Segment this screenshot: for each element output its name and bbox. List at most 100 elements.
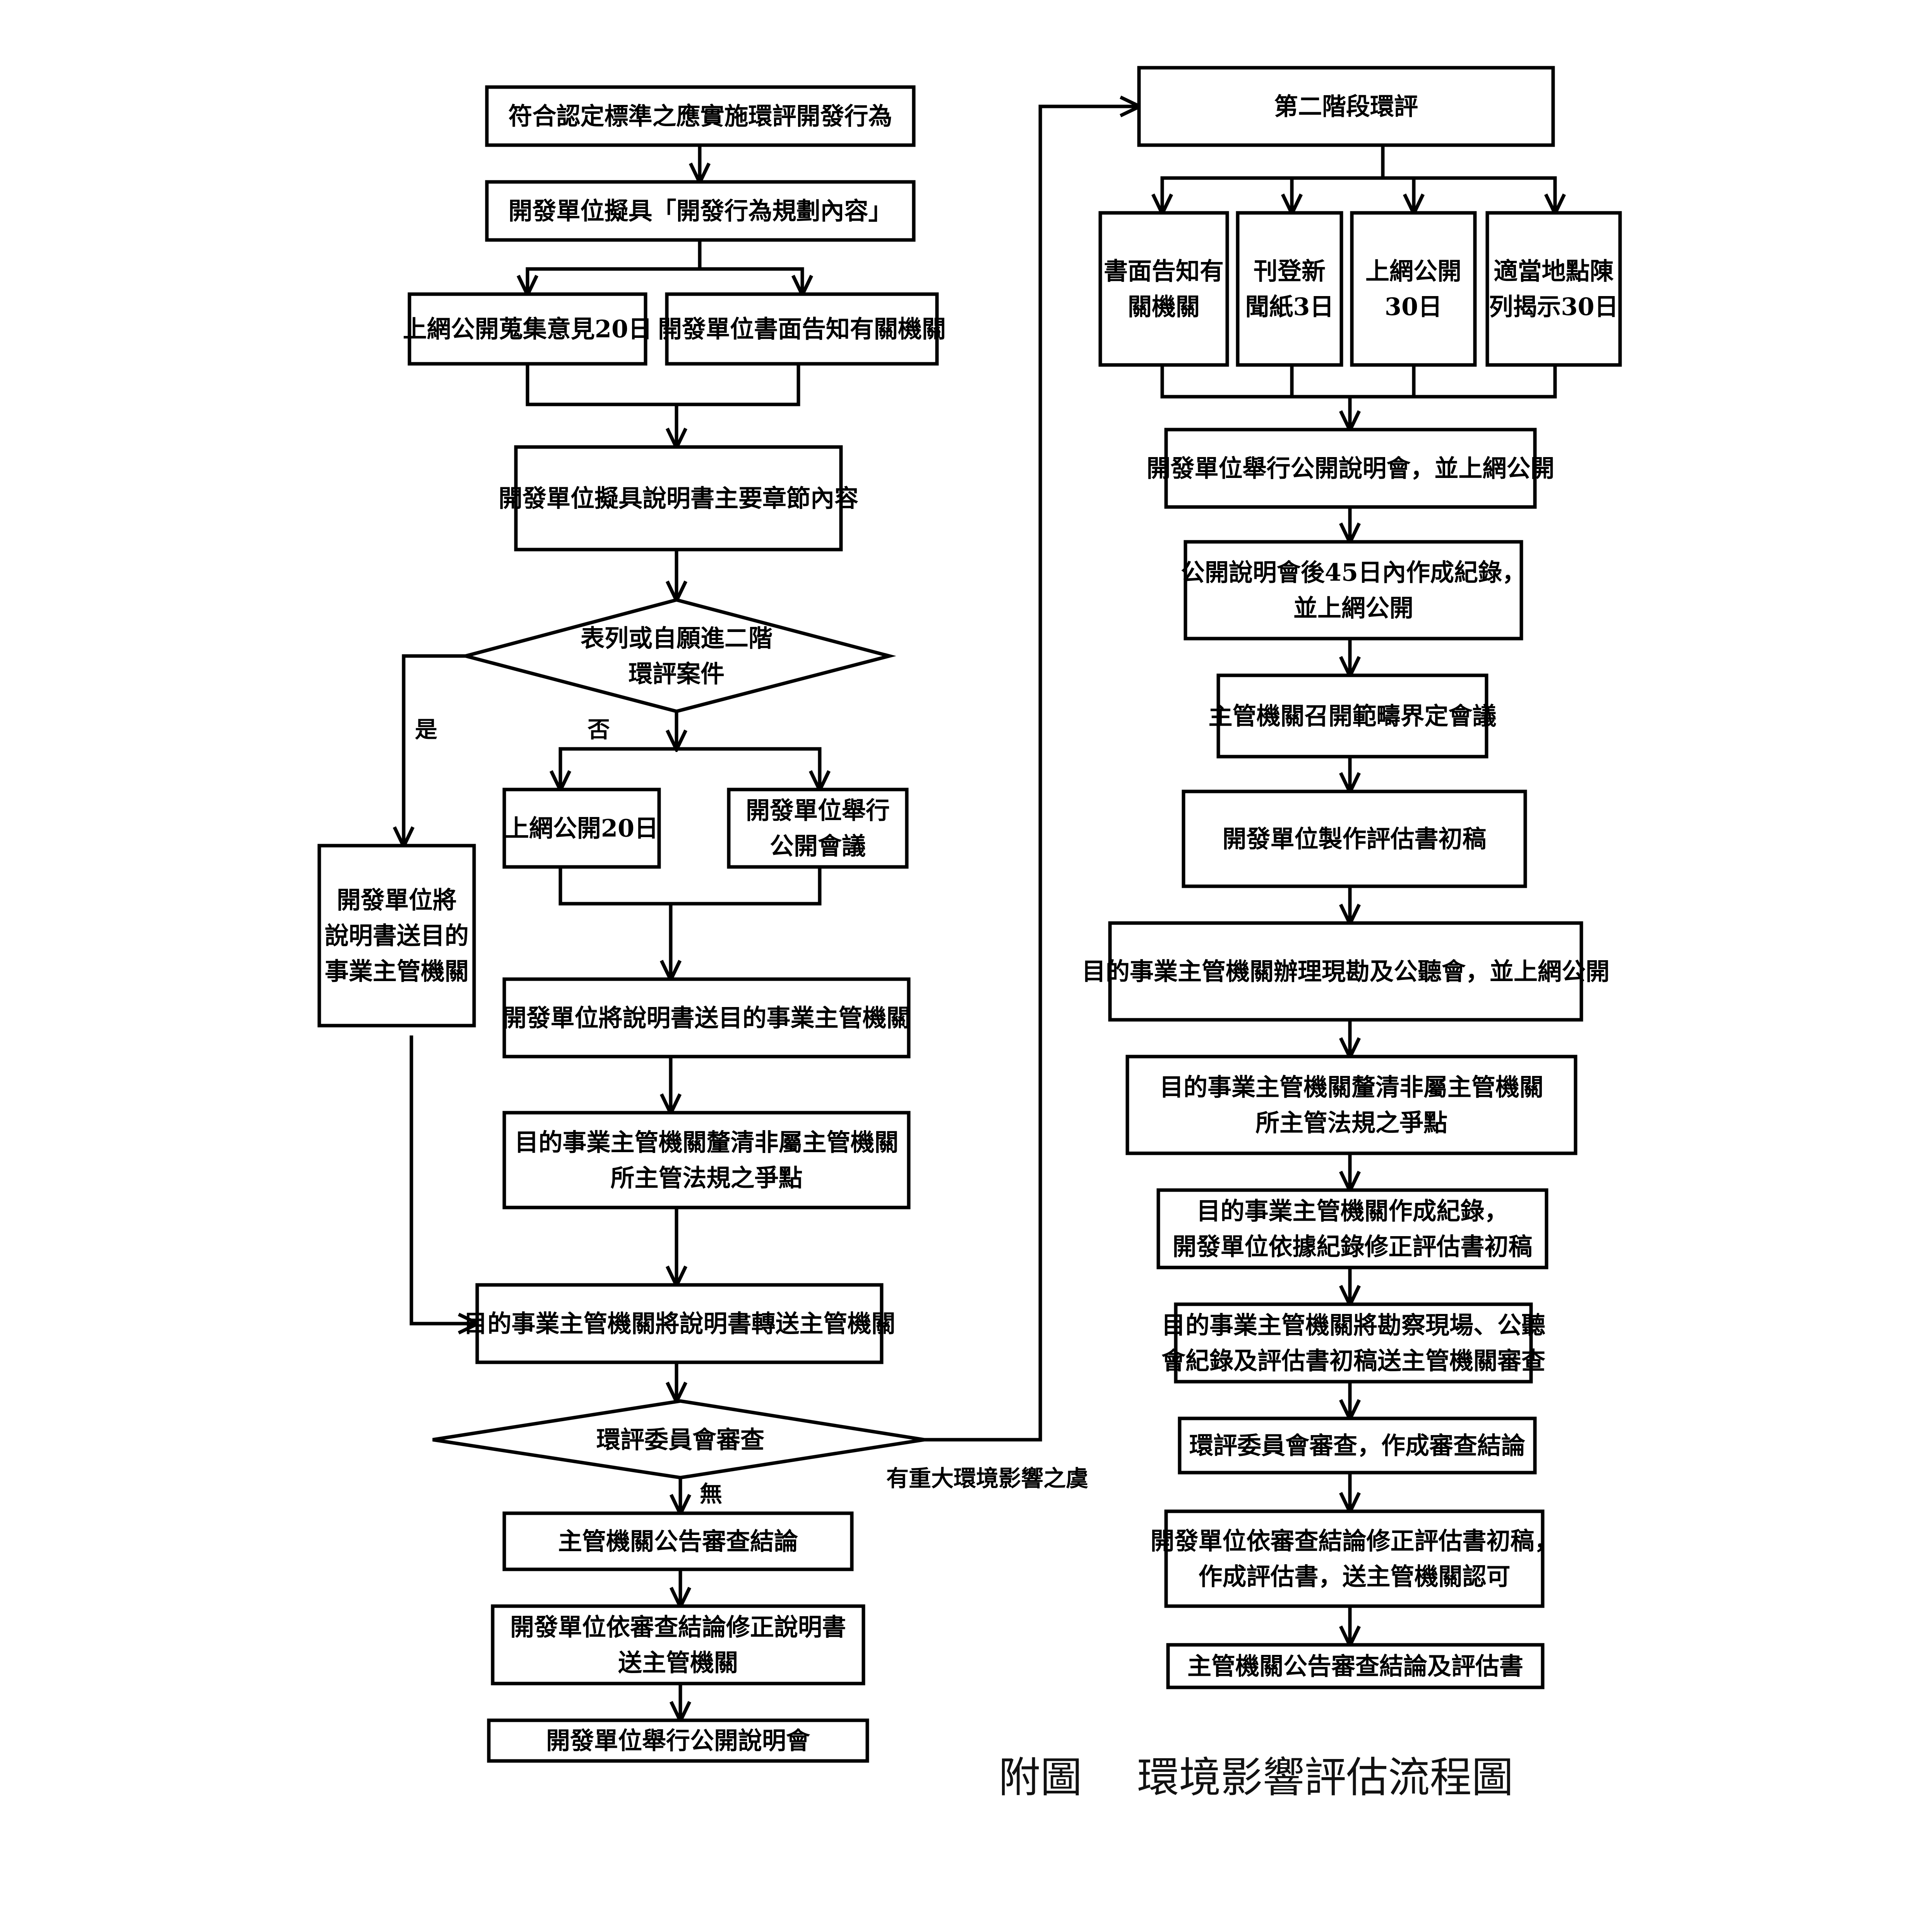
node-label-line: 刊登新: [1254, 257, 1326, 285]
flow-node-r12: 開發單位依審查結論修正評估書初稿， 作成評估書，送主管機關認可: [1150, 1509, 1559, 1608]
process-box: [1137, 66, 1555, 147]
process-box: [1156, 1188, 1548, 1269]
process-box: [502, 1111, 911, 1209]
node-label-line: 關機關: [1128, 293, 1200, 321]
flow-node-d2: 環評委員會審查: [432, 1399, 925, 1480]
connector-lines: [404, 106, 1555, 1720]
flow-node-r7: 目的事業主管機關辦理現勘及公聽會，並上網公開: [1082, 921, 1610, 1022]
flow-node-l4: 開發單位擬具說明書主要章節內容: [498, 445, 858, 552]
process-box: [485, 180, 916, 242]
node-label-line: 開發單位將說明書送目的事業主管機關: [502, 1004, 910, 1032]
process-box: [727, 788, 909, 869]
flow-node-l3b: 開發單位書面告知有關機關: [658, 292, 946, 366]
process-box: [1485, 211, 1622, 367]
node-label-line: 符合認定標準之應實施環評開發行為: [508, 102, 892, 130]
figure-caption: 附圖 環境影響評估流程圖: [999, 1754, 1513, 1802]
process-box: [475, 1283, 884, 1364]
node-label-line: 適當地點陳: [1494, 257, 1613, 285]
node-label-line: 主管機關公告審查結論: [558, 1527, 798, 1555]
flow-node-l9: 目的事業主管機關將說明書轉送主管機關: [463, 1283, 896, 1364]
flow-nodes: 符合認定標準之應實施環評開發行為開發單位擬具「開發行為規劃內容」上網公開蒐集意見…: [317, 66, 1622, 1763]
node-label-line: 公開會議: [770, 832, 866, 860]
node-label-line: 目的事業主管機關將說明書轉送主管機關: [463, 1310, 895, 1338]
process-box: [1164, 428, 1537, 509]
edge-label-significant-impact: 有重大環境影響之虞: [886, 1465, 1088, 1492]
decision-diamond: [459, 598, 896, 713]
flow-node-r6: 開發單位製作評估書初稿: [1182, 790, 1527, 888]
node-label-line: 環評委員會審查，作成審查結論: [1189, 1432, 1525, 1460]
process-box: [1098, 211, 1229, 367]
edge-label-no: 否: [587, 716, 610, 743]
edge-label-none: 無: [700, 1481, 722, 1507]
node-label-line: 表列或自願進二階: [581, 624, 772, 653]
flow-node-l6a: 上網公開20日: [502, 788, 661, 869]
node-label-line: 聞紙3日: [1245, 293, 1334, 321]
flow-node-ls: 開發單位將說明書送目的事業主管機關: [317, 844, 476, 1028]
node-label-line: 開發單位擬具「開發行為規劃內容」: [508, 197, 892, 225]
node-label-line: 目的事業主管機關辦理現勘及公聽會，並上網公開: [1082, 957, 1610, 986]
process-box: [1174, 1302, 1533, 1384]
process-box: [1164, 1509, 1545, 1608]
process-box: [1236, 211, 1343, 367]
flow-node-l3a: 上網公開蒐集意見20日: [403, 292, 652, 366]
node-label-line: 目的事業主管機關將勘察現場、公聽: [1161, 1311, 1545, 1339]
process-box: [1125, 1055, 1577, 1155]
node-label-line: 送主管機關: [618, 1649, 738, 1677]
node-label-line: 事業主管機關: [325, 957, 469, 985]
process-box: [1216, 673, 1488, 759]
connector-line: [526, 362, 800, 406]
process-box: [408, 292, 647, 366]
flow-node-r13: 主管機關公告審查結論及評估書: [1166, 1643, 1545, 1689]
node-label-line: 開發單位依審查結論修正說明書: [510, 1613, 846, 1641]
process-box: [502, 1511, 854, 1571]
node-label-line: 開發單位依據紀錄修正評估書初稿: [1172, 1233, 1532, 1261]
flow-node-r3: 開發單位舉行公開說明會，並上網公開: [1146, 428, 1555, 509]
decision-diamond: [432, 1399, 925, 1480]
flow-node-l7: 開發單位將說明書送目的事業主管機關: [502, 977, 911, 1058]
node-label-line: 上網公開: [1365, 257, 1461, 285]
process-box: [1178, 1416, 1537, 1475]
connector-line: [558, 865, 822, 906]
node-label-line: 開發單位舉行: [746, 796, 890, 825]
flow-arrow: [922, 106, 1139, 1442]
flow-node-r1: 第二階段環評: [1137, 66, 1555, 147]
node-label-line: 列揭示30日: [1489, 293, 1618, 321]
node-label-line: 目的事業主管機關作成紀錄，: [1196, 1197, 1508, 1225]
node-label-line: 並上網公開: [1293, 594, 1413, 622]
node-label-line: 開發單位書面告知有關機關: [658, 315, 946, 343]
node-label-line: 書面告知有: [1104, 257, 1224, 285]
flow-node-r2c: 上網公開 30日: [1350, 211, 1477, 367]
node-label-line: 說明書送目的: [325, 921, 469, 950]
node-label-line: 所主管法規之爭點: [610, 1164, 802, 1192]
flow-node-r5: 主管機關召開範疇界定會議: [1208, 673, 1497, 759]
node-label-line: 會紀錄及評估書初稿送主管機關審查: [1161, 1347, 1545, 1375]
flow-node-r9: 目的事業主管機關作成紀錄， 開發單位依據紀錄修正評估書初稿: [1156, 1188, 1548, 1269]
node-label-line: 主管機關召開範疇界定會議: [1208, 702, 1496, 730]
node-label-line: 環評案件: [629, 660, 724, 688]
node-label-line: 開發單位依審查結論修正評估書初稿，: [1150, 1527, 1558, 1555]
node-label-line: 開發單位舉行公開說明會，並上網公開: [1146, 454, 1554, 483]
process-box: [502, 977, 911, 1058]
process-box: [1182, 790, 1527, 888]
flow-arrow: [404, 654, 468, 846]
process-box: [1184, 540, 1523, 641]
node-label-line: 作成評估書，送主管機關認可: [1198, 1562, 1510, 1591]
flow-node-l1: 符合認定標準之應實施環評開發行為: [485, 85, 916, 147]
node-label-line: 30日: [1385, 293, 1442, 321]
node-label-line: 開發單位將: [337, 886, 457, 914]
process-box: [487, 1718, 869, 1763]
process-box: [485, 85, 916, 147]
node-label-line: 第二階段環評: [1274, 92, 1418, 121]
node-label-line: 所主管法規之爭點: [1255, 1109, 1447, 1137]
process-box: [665, 292, 939, 366]
node-label-line: 開發單位擬具說明書主要章節內容: [498, 484, 858, 512]
node-label-line: 主管機關公告審查結論及評估書: [1187, 1652, 1523, 1680]
node-label-line: 開發單位製作評估書初稿: [1222, 825, 1486, 853]
